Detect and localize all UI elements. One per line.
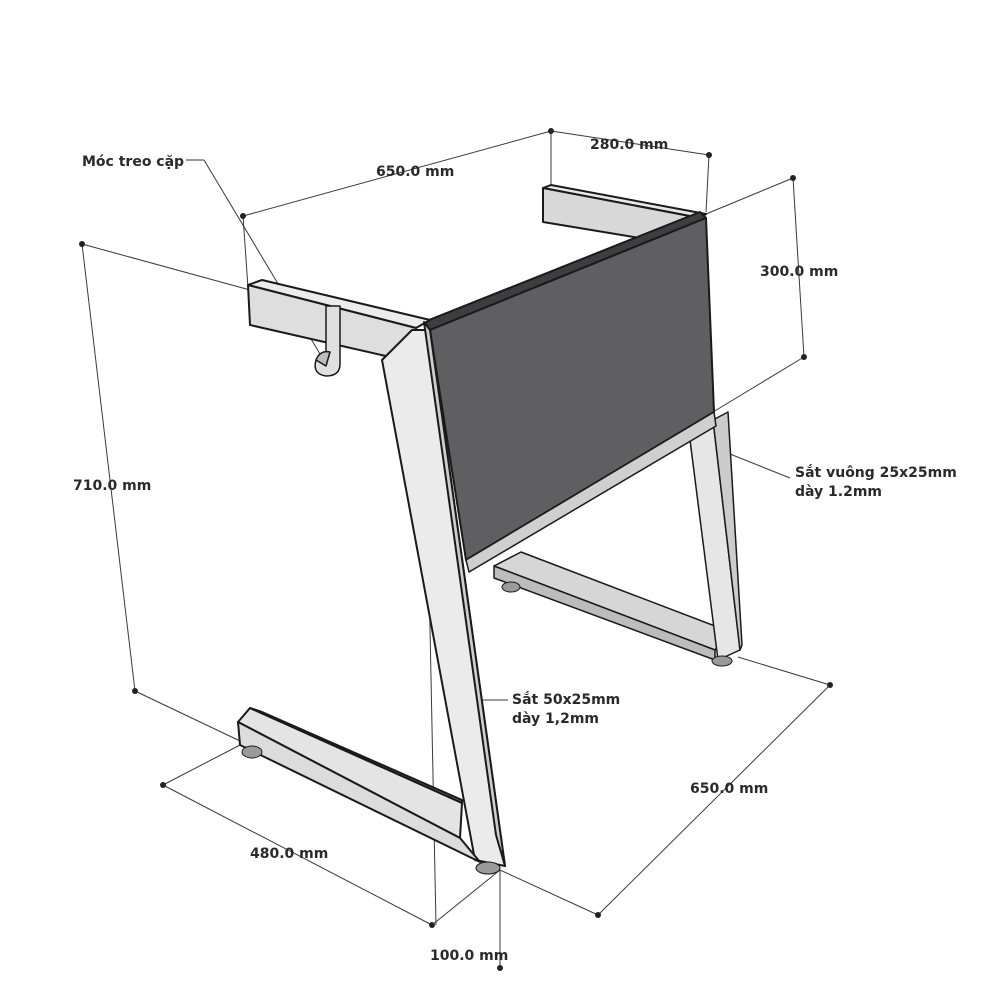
label-bottom-width: 650.0 mm bbox=[690, 781, 768, 797]
label-hook: Móc treo cặp bbox=[82, 154, 184, 170]
label-rect-tube-1: Sắt 50x25mm bbox=[512, 691, 620, 708]
label-square-tube-1: Sắt vuông 25x25mm bbox=[795, 464, 957, 481]
label-rect-tube-2: dày 1,2mm bbox=[512, 711, 599, 727]
front-z-frame bbox=[237, 279, 506, 875]
label-total-height: 710.0 mm bbox=[73, 478, 151, 494]
foot-front-left bbox=[241, 745, 263, 759]
label-top-depth: 280.0 mm bbox=[590, 137, 668, 153]
label-foot-depth: 480.0 mm bbox=[250, 846, 328, 862]
modesty-panel bbox=[423, 211, 717, 573]
label-panel-height: 300.0 mm bbox=[760, 264, 838, 280]
foot-back-left bbox=[501, 581, 521, 593]
label-offset: 100.0 mm bbox=[430, 948, 508, 964]
labels: Móc treo cặp 650.0 mm 280.0 mm 300.0 mm … bbox=[73, 137, 957, 964]
label-top-width: 650.0 mm bbox=[376, 164, 454, 180]
back-right-leg bbox=[493, 411, 743, 667]
label-square-tube-2: dày 1.2mm bbox=[795, 484, 882, 500]
bag-hook-icon bbox=[314, 305, 341, 377]
foot-front-right bbox=[475, 861, 501, 875]
foot-back-right bbox=[711, 655, 733, 667]
